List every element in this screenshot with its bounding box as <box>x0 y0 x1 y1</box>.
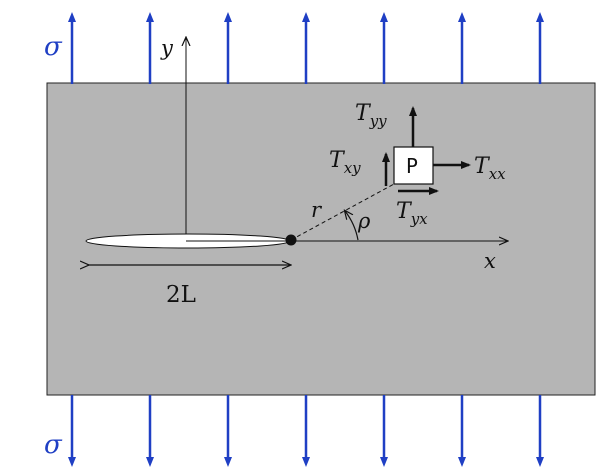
stress-yy-label: Tyy <box>355 101 387 130</box>
point-label: P <box>406 154 418 178</box>
stress-xx-base: T <box>474 154 491 179</box>
angle-label: ρ <box>357 209 371 233</box>
bottom-load-arrows <box>68 395 544 467</box>
stress-yy-base: T <box>355 101 372 126</box>
stress-xx-label: Txx <box>474 154 506 183</box>
stress-yx-sub: yx <box>410 210 428 228</box>
radius-line <box>290 183 395 241</box>
stress-yx-base: T <box>396 199 413 224</box>
stress-yy-sub: yy <box>369 112 387 130</box>
stress-xy-sub: xy <box>344 159 361 177</box>
x-axis-label: x <box>484 249 496 273</box>
angle-arc <box>345 211 359 241</box>
sigma-label-bottom: σ <box>44 430 63 460</box>
y-axis-label: y <box>160 36 174 60</box>
stress-xy-label: Txy <box>329 148 361 177</box>
stress-xy-base: T <box>329 148 346 173</box>
sigma-label-top: σ <box>44 32 63 62</box>
stress-yx-label: Tyx <box>396 199 428 228</box>
radius-label: r <box>311 198 323 222</box>
crack-length-label: 2L <box>166 282 196 308</box>
stress-xx-sub: xx <box>489 165 506 183</box>
top-load-arrows <box>68 12 544 84</box>
